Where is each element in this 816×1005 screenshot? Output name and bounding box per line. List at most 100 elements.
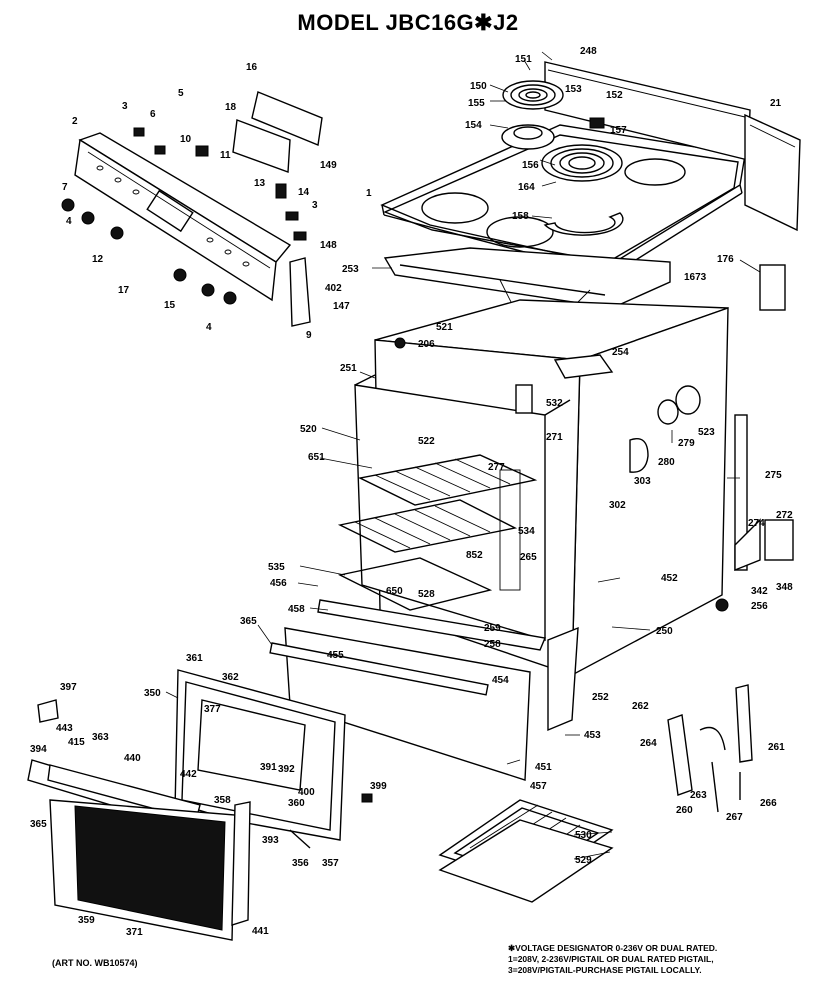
callout-365b: 365 (30, 819, 47, 830)
callout-12: 12 (92, 254, 104, 265)
callout-153: 153 (565, 84, 582, 95)
callout-371: 371 (126, 927, 143, 938)
callout-155: 155 (468, 98, 485, 109)
callout-264: 264 (640, 738, 657, 749)
callout-529: 529 (575, 855, 592, 866)
callout-14: 14 (298, 187, 310, 198)
callout-1673: 1673 (684, 272, 707, 283)
callout-4b: 4 (206, 322, 212, 333)
callout-271: 271 (546, 432, 563, 443)
callout-358: 358 (214, 795, 231, 806)
callout-348: 348 (776, 582, 793, 593)
callout-650: 650 (386, 586, 403, 597)
art-number: (ART NO. WB10574) (52, 958, 138, 968)
callout-528: 528 (418, 589, 435, 600)
storage-drawer (269, 599, 579, 781)
callout-440: 440 (124, 753, 141, 764)
callout-359: 359 (78, 915, 95, 926)
callout-356: 356 (292, 858, 309, 869)
callout-15: 15 (164, 300, 176, 311)
callout-21: 21 (770, 98, 782, 109)
hinges (667, 684, 753, 813)
surface-units (501, 80, 624, 236)
callout-18: 18 (225, 102, 237, 113)
callout-150: 150 (470, 81, 487, 92)
range-body (337, 264, 794, 677)
callout-256: 256 (751, 601, 768, 612)
callout-253: 253 (342, 264, 359, 275)
callout-11: 11 (220, 150, 231, 161)
callout-2: 2 (72, 116, 78, 127)
callout-206: 206 (418, 339, 435, 350)
callout-148: 148 (320, 240, 337, 251)
callout-530: 530 (575, 830, 592, 841)
callout-248: 248 (580, 46, 597, 57)
callout-394: 394 (30, 744, 47, 755)
callout-522: 522 (418, 436, 435, 447)
callout-280: 280 (658, 457, 675, 468)
callout-397: 397 (60, 682, 77, 693)
callout-402: 402 (325, 283, 342, 294)
callout-251: 251 (340, 363, 357, 374)
callout-5: 5 (178, 88, 184, 99)
callout-263: 263 (690, 790, 707, 801)
callout-441: 441 (252, 926, 269, 937)
callout-393: 393 (262, 835, 279, 846)
callout-152: 152 (606, 90, 623, 101)
callout-651: 651 (308, 452, 325, 463)
callout-277: 277 (488, 462, 505, 473)
callout-442: 442 (180, 769, 197, 780)
callout-443: 443 (56, 723, 73, 734)
callout-523: 523 (698, 427, 715, 438)
callout-266: 266 (760, 798, 777, 809)
callout-265: 265 (520, 552, 537, 563)
callout-1: 1 (366, 188, 372, 199)
footnote-line-2: 1=208V, 2-236V/PIGTAIL OR DUAL RATED PIG… (508, 954, 714, 964)
callout-262: 262 (632, 701, 649, 712)
callout-9: 9 (306, 330, 312, 341)
callout-252: 252 (592, 692, 609, 703)
leader-lines (165, 51, 761, 860)
callout-151: 151 (515, 54, 532, 65)
callout-149: 149 (320, 160, 337, 171)
callout-13: 13 (254, 178, 266, 189)
callout-852: 852 (466, 550, 483, 561)
callout-272: 272 (776, 510, 793, 521)
callout-532: 532 (546, 398, 563, 409)
knobs (61, 198, 237, 305)
callout-279: 279 (678, 438, 695, 449)
callout-16: 16 (246, 62, 258, 73)
callout-250: 250 (656, 626, 673, 637)
oven-door (27, 669, 373, 941)
callout-254: 254 (612, 347, 629, 358)
callout-10: 10 (180, 134, 192, 145)
callout-363: 363 (92, 732, 109, 743)
callout-275: 275 (765, 470, 782, 481)
callout-377: 377 (204, 704, 221, 715)
callout-391: 391 (260, 762, 277, 773)
callout-17: 17 (118, 285, 130, 296)
burner-box (383, 247, 671, 321)
callout-258: 258 (484, 639, 501, 650)
cooktop (380, 61, 801, 276)
callout-453: 453 (584, 730, 601, 741)
callout-520: 520 (300, 424, 317, 435)
callout-303: 303 (634, 476, 651, 487)
callout-455: 455 (327, 650, 344, 661)
callout-399: 399 (370, 781, 387, 792)
callout-361: 361 (186, 653, 203, 664)
callout-362: 362 (222, 672, 239, 683)
callout-3b: 3 (312, 200, 318, 211)
callout-451: 451 (535, 762, 552, 773)
callout-456: 456 (270, 578, 287, 589)
broiler-pan (438, 799, 614, 903)
callout-154: 154 (465, 120, 482, 131)
callout-452: 452 (661, 573, 678, 584)
callout-259: 259 (484, 623, 501, 634)
callout-534: 534 (518, 526, 535, 537)
callout-458: 458 (288, 604, 305, 615)
callout-360: 360 (288, 798, 305, 809)
callout-164: 164 (518, 182, 535, 193)
